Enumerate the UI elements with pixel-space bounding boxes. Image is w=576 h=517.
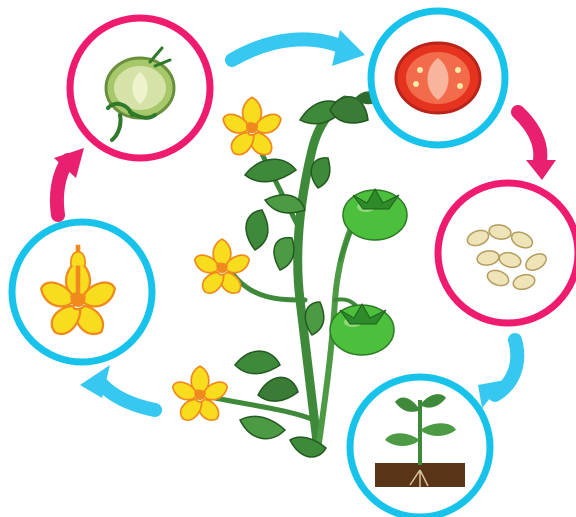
arrow-seedling-to-flower (80, 365, 155, 410)
stage-seeds (438, 183, 576, 323)
red-tomato-half-icon (396, 43, 480, 113)
stage-seedling (350, 377, 490, 517)
arrow-green-to-ripe (232, 30, 365, 66)
arrow-ripe-to-seeds (518, 112, 556, 180)
arrow-seeds-to-seedling (478, 340, 517, 408)
stage-flower (12, 222, 152, 362)
stage-green-fruit (70, 18, 210, 158)
arrow-flower-to-green (54, 148, 84, 215)
stage-ripe-fruit (371, 11, 505, 145)
